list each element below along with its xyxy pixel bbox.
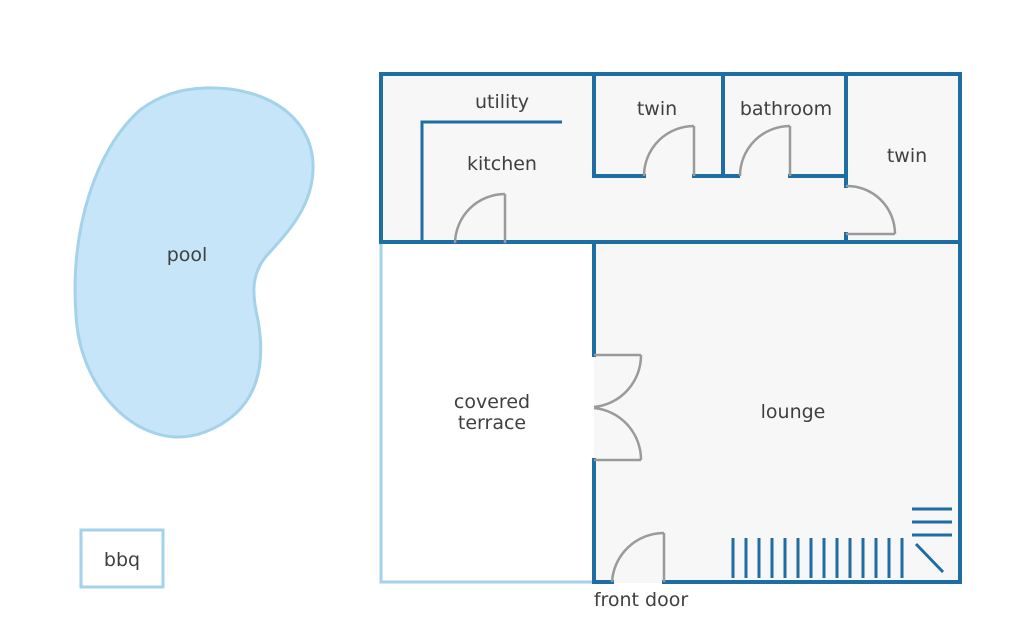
bbq-box	[79, 528, 165, 589]
twin2-door	[845, 184, 897, 236]
twin1-door	[642, 124, 696, 177]
twin2-label: twin	[887, 145, 927, 167]
covered-terrace-label-2: terrace	[458, 412, 526, 434]
pool-shape	[73, 86, 315, 439]
stairs	[731, 507, 952, 578]
twin1-label: twin	[637, 98, 677, 120]
twin1-wall-west	[592, 72, 646, 178]
lounge-wall-south-east	[662, 241, 962, 584]
lounge-label: lounge	[761, 401, 826, 423]
pool-label: pool	[167, 244, 208, 266]
lounge-wall-west-bottom	[592, 458, 614, 584]
covered-terrace-label-1: covered	[454, 391, 530, 413]
front-door-label: front door	[594, 589, 689, 611]
kitchen-label: kitchen	[467, 153, 537, 175]
terrace-double-door	[593, 353, 643, 462]
bathroom-door	[738, 124, 792, 177]
bbq-label: bbq	[104, 549, 140, 571]
lounge-floor	[594, 243, 960, 583]
front-door	[610, 531, 666, 583]
kitchen-partition	[420, 120, 562, 242]
bathroom-label: bathroom	[740, 98, 832, 120]
upper-floor	[381, 74, 960, 242]
upper-block-walls	[379, 72, 962, 244]
terrace-outline	[379, 243, 594, 584]
kitchen-door	[453, 192, 507, 244]
utility-label: utility	[475, 91, 529, 113]
